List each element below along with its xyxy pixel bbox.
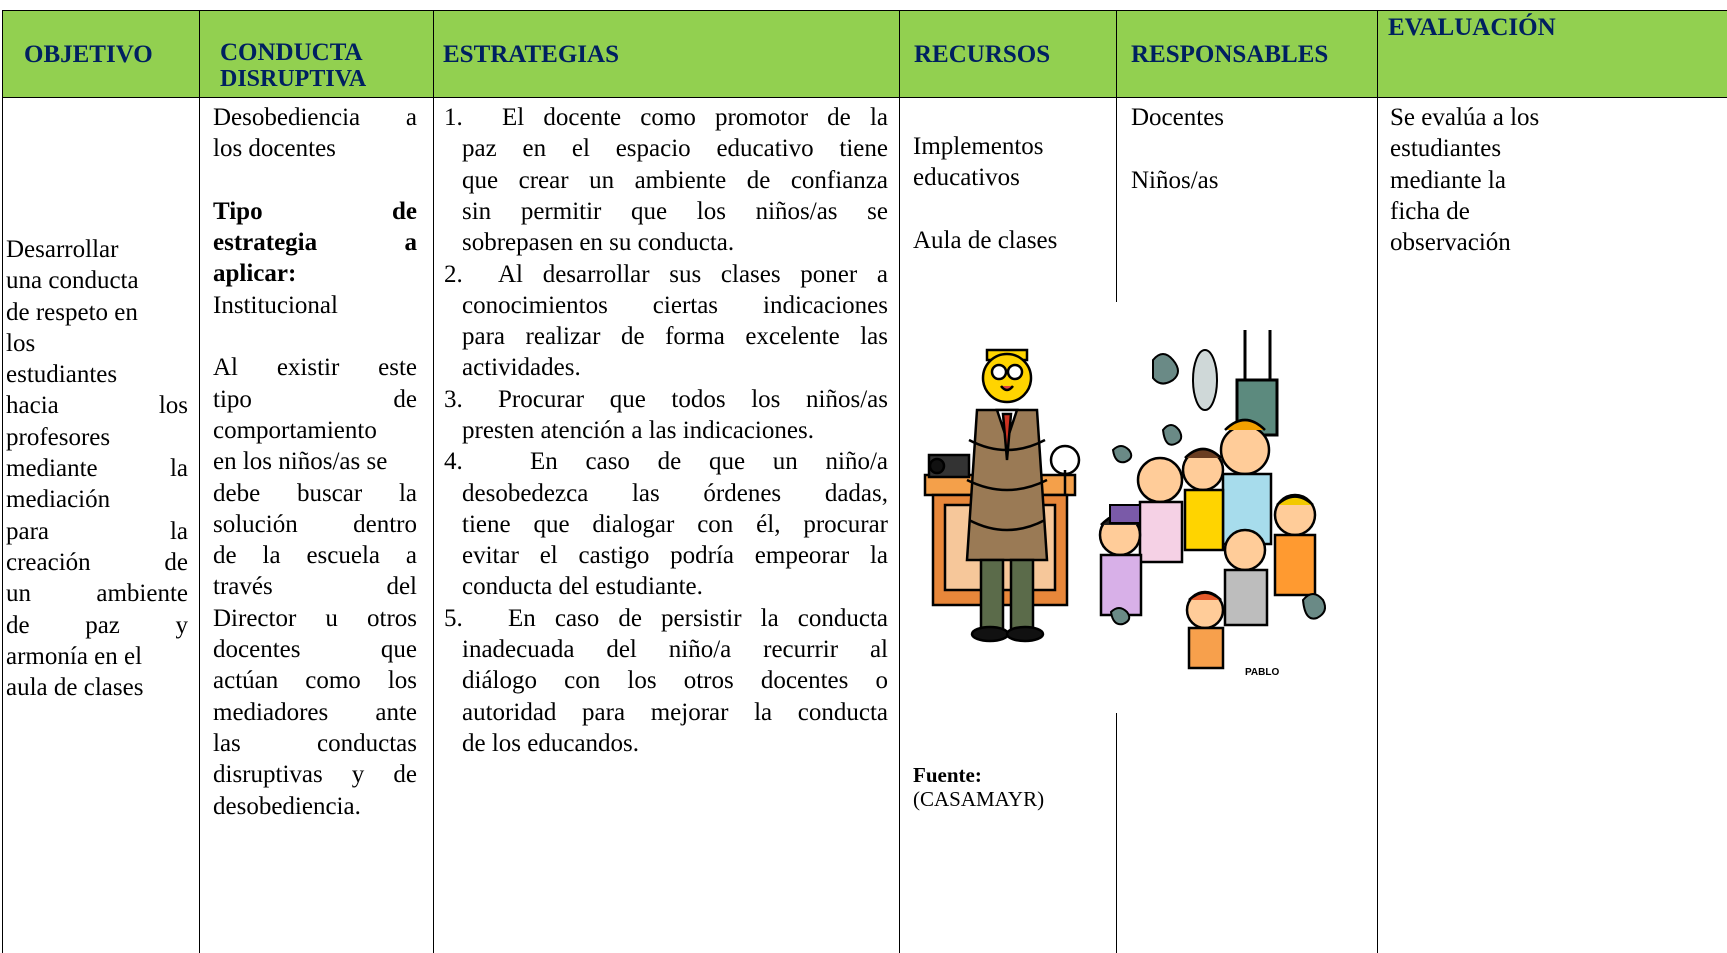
fuente-label: Fuente: [913,763,982,787]
objetivo-line: creación de [6,548,188,576]
grid-line [433,10,434,953]
objetivo-line: un ambiente [6,580,188,608]
conducta-desc-line: comportamiento [213,416,377,444]
responsable-item: Niños/as [1131,166,1219,194]
responsable-item: Docentes [1131,104,1225,131]
evaluacion-line: estudiantes [1390,135,1502,163]
header-conducta: CONDUCTA DISRUPTIVA [220,39,367,93]
header-recursos: RECURSOS [914,41,1051,68]
conducta-desc-line: mediadores ante [213,698,417,726]
evaluacion-line: Se evalúa a los [1390,104,1540,131]
header-objetivo: OBJETIVO [24,41,153,68]
tipo-estrategia-value: Institucional [213,291,338,319]
objetivo-line: los [6,329,36,357]
evaluacion-line: observación [1390,229,1511,257]
objetivo-cell: Desarrollar una conducta de respeto en l… [6,234,188,703]
conducta-desc-line: Al existir este [213,354,417,382]
tipo-estrategia-label: Tipo de [213,197,417,225]
conducta-desc-line: actúan como los [213,667,417,695]
classroom-chaos-illustration: PABLO [915,320,1335,700]
conducta-desc-line: de la escuela a [213,542,417,570]
conducta-desc-line: disruptivas y de [213,761,417,789]
grid-line [199,10,200,953]
objetivo-line: de respeto en [6,298,138,326]
grid-line [2,97,1727,98]
conducta-desc-line: través del [213,573,417,601]
header-responsables: RESPONSABLES [1131,41,1329,68]
objetivo-line: mediante la [6,455,188,483]
conducta-desc-line: docentes que [213,636,417,664]
header-evaluacion: EVALUACIÓN [1388,14,1556,41]
objetivo-line: para la [6,517,188,545]
children-group-icon [1098,418,1317,670]
evaluacion-line: mediante la [1390,166,1506,194]
responsables-cell: Docentes Niños/as [1131,102,1371,196]
conducta-cell: Desobediencia a los docentes Tipo de est… [213,102,417,822]
objetivo-line: aula de clases [6,674,144,702]
evaluacion-cell: Se evalúa a los estudiantes mediante la … [1390,102,1727,258]
grid-line [2,10,3,953]
objetivo-line: Desarrollar [6,236,119,263]
conducta-desc-line: desobediencia. [213,792,361,820]
estrategia-number: 4. [444,448,463,476]
conducta-line: Desobediencia a [213,104,417,131]
grid-line [1377,10,1378,953]
recursos-cell: Implementos educativos Aula de clases [913,131,1113,256]
objetivo-line: hacia los [6,392,188,420]
estrategia-number: 1. [444,104,463,131]
estrategias-cell: 1. El docente como promotor de la paz en… [444,104,888,757]
objetivo-line: armonía en el [6,642,143,670]
grid-line [1116,10,1117,302]
flying-objects-icon [1109,349,1326,626]
header-estrategias: ESTRATEGIAS [443,41,619,68]
illustration-signature: PABLO [1245,667,1279,678]
header-row [2,11,1727,97]
objetivo-line: profesores [6,423,111,451]
objetivo-line: estudiantes [6,361,118,389]
estrategia-number: 2. [444,260,463,288]
grid-line [899,10,900,953]
fuente-value: (CASAMAYR) [913,787,1045,811]
conducta-desc-line: debe buscar la [213,479,417,507]
conducta-line: los docentes [213,135,336,163]
grid-line [2,10,1727,11]
objetivo-line: de paz y [6,611,188,639]
conducta-desc-line: en los niños/as se [213,448,388,476]
grid-line [1116,713,1117,953]
conducta-desc-line: Director u otros [213,604,417,632]
recurso-item: educativos [913,164,1020,192]
evaluacion-line: ficha de [1390,197,1470,225]
recurso-item: Implementos [913,133,1044,160]
estrategia-number: 3. [444,385,463,413]
teacher-figure-icon [965,348,1081,643]
recurso-item: Aula de clases [913,226,1058,254]
cartoon-drawing: PABLO [923,330,1326,678]
tipo-estrategia-label: aplicar: [213,260,297,288]
conducta-desc-line: tipo de [213,385,417,413]
conducta-desc-line: solución dentro [213,510,417,538]
conducta-desc-line: las conductas [213,729,417,757]
objetivo-line: una conducta [6,267,139,295]
tipo-estrategia-label: estrategia a [213,229,417,257]
estrategia-number: 5. [444,604,463,632]
objetivo-line: mediación [6,486,111,514]
